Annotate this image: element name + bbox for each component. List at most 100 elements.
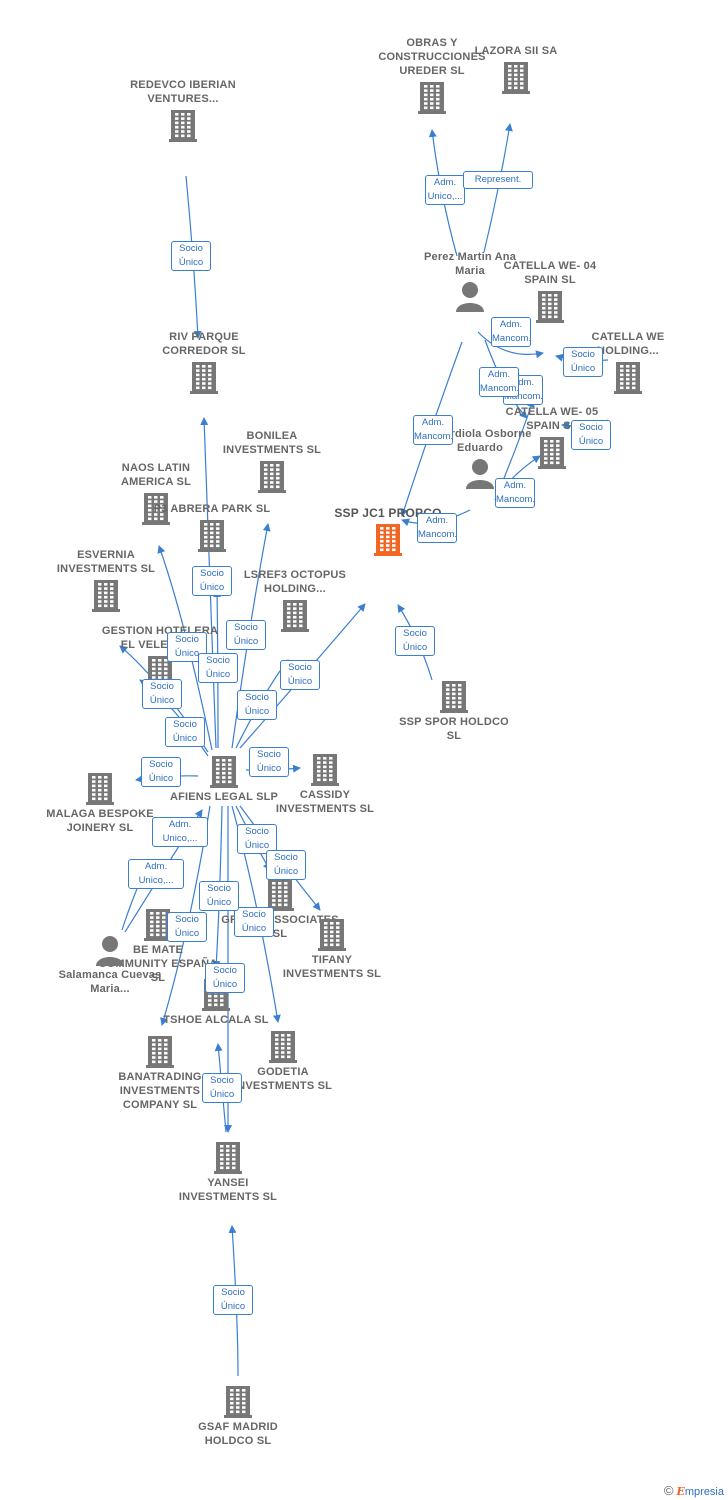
node-label: REDEVCO IBERIAN VENTURES...	[130, 79, 236, 105]
relation-badge[interactable]: Socio Único	[141, 757, 181, 787]
person-icon	[466, 459, 494, 489]
relation-badge[interactable]: Socio Único	[165, 717, 205, 747]
building-icon	[440, 681, 468, 713]
relation-badge[interactable]: Socio Único	[213, 1285, 253, 1315]
relation-badge[interactable]: Socio Único	[237, 824, 277, 854]
relation-badge[interactable]: Adm. Mancom.	[417, 513, 457, 543]
node-catellawe[interactable]: CATELLA WE HOLDING...	[568, 330, 688, 396]
node-rivparque[interactable]: RIV PARQUE CORREDOR SL	[144, 330, 264, 396]
relation-badge[interactable]: Socio Único	[234, 907, 274, 937]
node-label: BONILEA INVESTMENTS SL	[222, 430, 322, 456]
node-guardiola[interactable]: Guardiola Osborne Eduardo	[420, 427, 540, 491]
building-icon	[374, 524, 402, 556]
node-label: LAZORA SII SA	[474, 45, 558, 57]
relation-badge[interactable]: Socio Único	[198, 653, 238, 683]
relation-badge[interactable]: Adm. Unico,...	[152, 817, 208, 847]
relation-badge[interactable]: Socio Único	[226, 620, 266, 650]
node-label: LSREF3 OCTOPUS HOLDING...	[243, 569, 347, 595]
node-bonilea[interactable]: BONILEA INVESTMENTS SL	[212, 429, 332, 495]
relation-badge[interactable]: Socio Único	[202, 1073, 242, 1103]
relation-badge[interactable]: Socio Único	[280, 660, 320, 690]
relation-badge[interactable]: Adm. Mancom.	[495, 478, 535, 508]
node-label: TSHOE ALCALA SL	[163, 1014, 269, 1026]
node-label: TIFANY INVESTMENTS SL	[282, 954, 382, 980]
node-godetia[interactable]: GODETIA INVESTMENTS SL	[223, 1027, 343, 1093]
node-label: Perez Martin Ana Maria	[423, 251, 517, 277]
building-icon	[198, 520, 226, 552]
relation-badge[interactable]: Adm. Mancom.	[479, 367, 519, 397]
relation-badge[interactable]: Adm. Unico,...	[425, 175, 465, 205]
node-label: MALAGA BESPOKE JOINERY SL	[46, 808, 154, 834]
node-sspjc1[interactable]: SSP JC1 PROPCO	[328, 506, 448, 558]
node-label: CATELLA WE- 04 SPAIN SL	[503, 260, 597, 286]
relation-badge[interactable]: Socio Único	[167, 912, 207, 942]
building-icon	[214, 1142, 242, 1174]
node-gsaf[interactable]: GSAF MADRID HOLDCO SL	[178, 1382, 298, 1448]
node-label: CATELLA WE HOLDING...	[591, 331, 665, 357]
node-malaga[interactable]: MALAGA BESPOKE JOINERY SL	[40, 769, 160, 835]
node-tifany[interactable]: TIFANY INVESTMENTS SL	[272, 915, 392, 981]
node-lazora[interactable]: LAZORA SII SA	[456, 44, 576, 96]
node-sspspor[interactable]: SSP SPOR HOLDCO SL	[394, 677, 514, 743]
node-perez[interactable]: Perez Martin Ana Maria	[410, 250, 530, 314]
node-naos[interactable]: NAOS LATIN AMERICA SL	[96, 461, 216, 527]
relation-badge[interactable]: Adm. Mancom.	[413, 415, 453, 445]
relation-badge[interactable]: Socio Único	[171, 241, 211, 271]
building-icon	[169, 110, 197, 142]
relation-badge[interactable]: Socio Único	[237, 690, 277, 720]
relation-badge[interactable]: Socio Único	[563, 347, 603, 377]
person-icon	[456, 282, 484, 312]
node-bemate[interactable]: BE MATE COMMUNITY ESPAÑA SL	[98, 905, 218, 985]
node-label: GSAF MADRID HOLDCO SL	[198, 1421, 278, 1447]
node-banatrading[interactable]: BANATRADING INVESTMENTS COMPANY SL	[100, 1032, 220, 1112]
building-icon	[86, 773, 114, 805]
node-yansei[interactable]: YANSEI INVESTMENTS SL	[168, 1138, 288, 1204]
building-icon	[224, 1386, 252, 1418]
node-cassidy[interactable]: CASSIDY INVESTMENTS SL	[265, 750, 385, 816]
node-label: BE MATE COMMUNITY ESPAÑA SL	[98, 944, 218, 984]
building-icon	[536, 291, 564, 323]
relation-badge[interactable]: Socio Único	[192, 566, 232, 596]
building-icon	[538, 437, 566, 469]
node-lsref3[interactable]: LSREF3 OCTOPUS HOLDING...	[235, 568, 355, 634]
relation-badge[interactable]: Socio Único	[266, 850, 306, 880]
node-p3abrera[interactable]: P3 ABRERA PARK SL	[152, 502, 272, 554]
empresia-logo[interactable]: © Empresia	[664, 1483, 724, 1498]
relation-badge[interactable]: Adm. Mancom.	[491, 317, 531, 347]
node-label: GODETIA INVESTMENTS SL	[233, 1066, 333, 1092]
building-icon	[190, 362, 218, 394]
relation-badge[interactable]: Represent.	[463, 171, 533, 189]
node-catella05[interactable]: CATELLA WE- 05 SPAIN SL	[492, 405, 612, 471]
node-label: OBRAS Y CONSTRUCCIONES UREDER SL	[378, 37, 486, 77]
node-label: Salamanca Cuevas Maria...	[58, 969, 162, 995]
node-label: SSP JC1 PROPCO	[334, 506, 442, 520]
relation-badge[interactable]: Socio Único	[395, 626, 435, 656]
node-afiens[interactable]: AFIENS LEGAL SLP	[164, 752, 284, 804]
node-label: CATELLA WE- 05 SPAIN SL	[505, 406, 599, 432]
node-label: P3 ABRERA PARK SL	[153, 503, 271, 515]
relation-badge[interactable]: Socio Único	[142, 679, 182, 709]
node-salamanca[interactable]: Salamanca Cuevas Maria...	[50, 932, 170, 996]
relation-badge[interactable]: Adm. Unico,...	[128, 859, 184, 889]
building-icon	[210, 756, 238, 788]
building-icon	[311, 754, 339, 786]
relation-badge[interactable]: Socio Único	[249, 747, 289, 777]
node-label: YANSEI INVESTMENTS SL	[178, 1177, 278, 1203]
building-icon	[142, 493, 170, 525]
node-label: ESVERNIA INVESTMENTS SL	[56, 549, 156, 575]
node-label: AFIENS LEGAL SLP	[169, 791, 279, 803]
node-catella04[interactable]: CATELLA WE- 04 SPAIN SL	[490, 259, 610, 325]
edge-perez-catella04	[477, 331, 544, 359]
building-icon	[258, 461, 286, 493]
building-icon	[266, 879, 294, 911]
node-redevco[interactable]: REDEVCO IBERIAN VENTURES...	[123, 78, 243, 144]
building-icon	[92, 580, 120, 612]
node-label: SSP SPOR HOLDCO SL	[399, 716, 509, 742]
building-icon	[146, 1036, 174, 1068]
node-obras[interactable]: OBRAS Y CONSTRUCCIONES UREDER SL	[372, 36, 492, 116]
relation-badge[interactable]: Socio Único	[571, 420, 611, 450]
relation-badge[interactable]: Socio Único	[199, 881, 239, 911]
node-esvernia[interactable]: ESVERNIA INVESTMENTS SL	[46, 548, 166, 614]
relation-badge[interactable]: Socio Único	[205, 963, 245, 993]
